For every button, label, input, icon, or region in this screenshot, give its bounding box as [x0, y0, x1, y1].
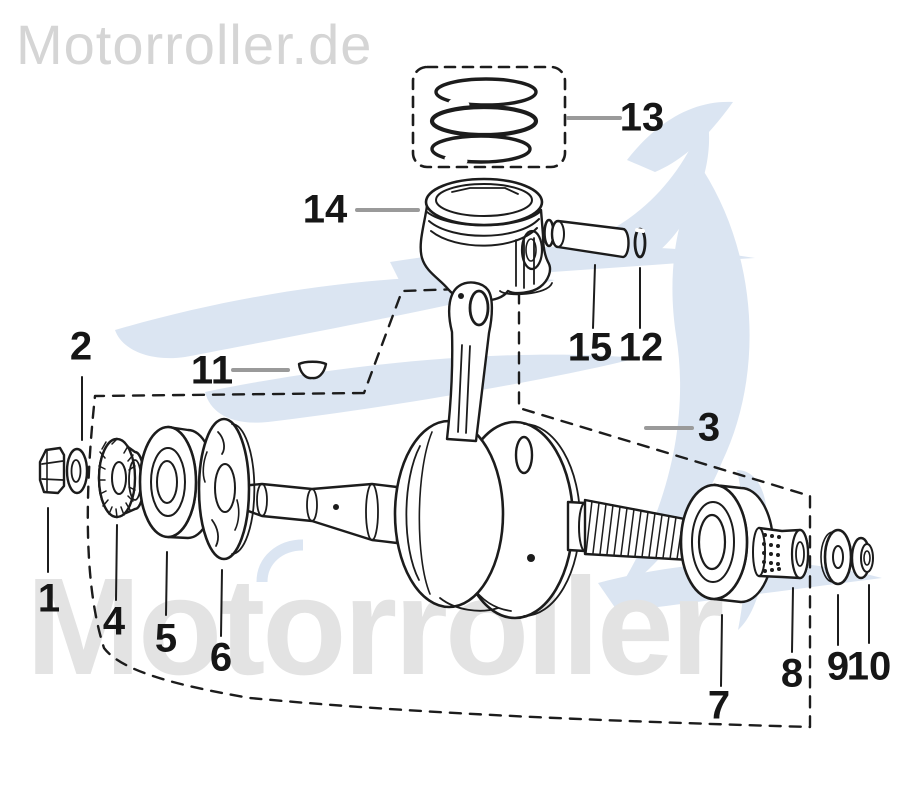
part-label-11: 11: [190, 348, 234, 393]
part-label-1: 1: [37, 576, 61, 621]
piston-ring-bottom: [430, 134, 532, 165]
part-label-15: 15: [567, 325, 613, 370]
part-label-3: 3: [697, 405, 721, 450]
part-label-7: 7: [707, 683, 731, 728]
part-label-9: 9: [826, 644, 850, 689]
gear-sleeve: [752, 526, 810, 580]
part-label-2: 2: [69, 324, 93, 369]
crankshaft-left-shaft: [233, 482, 399, 545]
washer: [65, 447, 89, 495]
wheel-arc: [256, 539, 304, 583]
watermark-big-text: Motorroller: [26, 550, 724, 704]
part-label-5: 5: [154, 616, 178, 661]
part-label-6: 6: [209, 635, 233, 680]
part-label-13: 13: [619, 95, 665, 140]
band-swoosh-1: [115, 276, 555, 359]
leader-lines-gray: [231, 116, 694, 430]
seal-washer: [820, 528, 853, 586]
piston-ring-middle: [429, 104, 539, 138]
band-swoosh-2: [205, 354, 638, 423]
starter-gear: [97, 437, 146, 519]
drive-plate: [197, 417, 256, 561]
part-label-8: 8: [780, 651, 804, 696]
piston-rings-box: [411, 65, 567, 169]
hex-nut: [38, 446, 66, 495]
lock-nut: [850, 536, 874, 580]
part-label-14: 14: [302, 187, 348, 232]
piston-ring-top: [434, 77, 538, 109]
part-label-10: 10: [846, 644, 892, 689]
body-swoosh: [612, 170, 750, 600]
piston: [419, 177, 553, 303]
connecting-rod: [445, 281, 494, 443]
splined-shaft: [566, 498, 708, 562]
watermark-top-text: Motorroller.de: [16, 13, 373, 76]
wing-swoosh: [565, 112, 710, 265]
piston-pin: [543, 218, 647, 259]
part-label-12: 12: [618, 325, 664, 370]
circlip-right: [633, 227, 647, 259]
assembly-boundary-dashed: [86, 285, 812, 729]
part-label-4: 4: [102, 599, 126, 644]
knurl-texture: [762, 533, 781, 573]
crank-web-left: [393, 419, 505, 612]
woodruff-key: [297, 360, 328, 380]
leader-lines-black: [47, 264, 870, 687]
head-swoosh: [627, 101, 733, 172]
